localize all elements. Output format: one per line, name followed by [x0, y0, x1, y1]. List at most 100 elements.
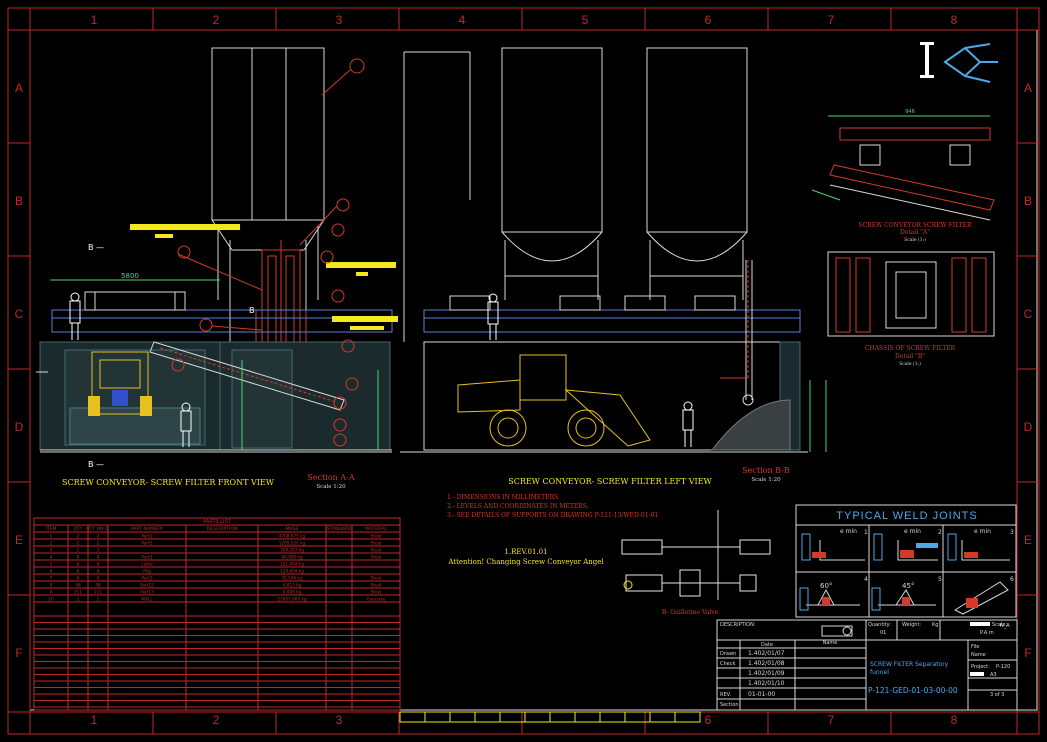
- title-file-label: File: [971, 644, 979, 650]
- left-view-title: SCREW CONVEYOR- SCREW FILTER LEFT VIEW: [508, 477, 712, 486]
- parts-header-qty-on: QTY ON Q.: [86, 526, 110, 532]
- title-check-date: 1.402/01/08: [748, 660, 785, 667]
- parts-cell: 6: [77, 575, 80, 580]
- parts-header-material: MATERIAL: [365, 526, 388, 532]
- parts-cell: Steel: [371, 582, 382, 587]
- parts-cell: 2: [97, 547, 100, 552]
- parts-cell: Steel: [371, 540, 382, 545]
- title-project-value: P-120: [996, 664, 1010, 670]
- guillotine-label: B- Guillotine Valve: [662, 609, 719, 616]
- parts-cell: 48: [75, 582, 81, 587]
- company-logo: [920, 42, 998, 83]
- left-view: [400, 47, 827, 453]
- parts-cell: 6: [97, 575, 100, 580]
- row-label-e-right: E: [1024, 533, 1032, 547]
- title-weight-label: Weight:: [902, 622, 921, 628]
- svg-text:B: B: [249, 306, 255, 315]
- title-desc-text-2: funnel: [870, 669, 889, 676]
- section-bb-title: Section B-B: [742, 466, 790, 475]
- col-label-7: 7: [828, 13, 835, 27]
- front-view: 5800: [36, 47, 398, 469]
- parts-cell: Part1: [142, 533, 153, 538]
- detail-a-label: Detail "A": [900, 229, 930, 236]
- parts-cell: 2: [77, 540, 80, 545]
- weld-emin-2: e min: [904, 528, 921, 535]
- title-size-value: A3: [990, 672, 997, 678]
- parts-cell: 8: [97, 568, 100, 573]
- parts-cell: 8: [97, 554, 100, 559]
- title-rev-value: 01-01-00: [748, 691, 775, 698]
- note-1: 1.- DIMENSIONS IN MILLIMETERS.: [447, 494, 560, 501]
- weld-joints-panel: [795, 504, 1017, 618]
- parts-cell: 8: [77, 561, 80, 566]
- title-name-label: Name: [823, 640, 838, 646]
- title-drawn-label: Drawn: [720, 651, 736, 657]
- weld-emin-1: e min: [840, 528, 857, 535]
- title-date-3: 1.402/01/09: [748, 670, 785, 677]
- col-label-bottom-8: 8: [951, 713, 958, 727]
- weld-title: TYPICAL WELD JOINTS: [836, 510, 977, 522]
- section-aa-title: Section A-A: [307, 473, 354, 482]
- parts-cell: 2: [77, 533, 80, 538]
- col-label-1: 1: [91, 13, 98, 27]
- parts-cell: 22007,062 kg: [277, 596, 306, 601]
- note-3: 3.- SEE DETAILS OF SUPPORTS ON DRAWING P…: [447, 512, 658, 519]
- parts-cell: Steel: [371, 575, 382, 580]
- parts-cell: Lable: [141, 561, 153, 566]
- col-label-bottom-6: 6: [705, 713, 712, 727]
- revision-strip: [399, 711, 701, 723]
- parts-cell: 4: [50, 554, 53, 559]
- title-quantity-label: Quantity:: [868, 622, 891, 628]
- col-label-8: 8: [951, 13, 958, 27]
- parts-cell: 211: [94, 589, 102, 594]
- parts-cell: Part2: [142, 540, 153, 545]
- front-view-title: SCREW CONVEYOR- SCREW FILTER FRONT VIEW: [62, 478, 275, 487]
- parts-cell: 124,694 kg: [280, 568, 304, 573]
- col-label-bottom-1: 1: [91, 713, 98, 727]
- detail-a: 946: [811, 109, 995, 221]
- parts-cell: 9: [50, 589, 53, 594]
- parts-cell: 10: [48, 596, 54, 601]
- row-label-a-left: A: [15, 81, 23, 95]
- row-label-f-left: F: [15, 646, 22, 660]
- parts-cell: 8: [77, 554, 80, 559]
- parts-cell: 4,812 kg: [283, 582, 302, 587]
- row-label-b-left: B: [15, 194, 23, 208]
- svg-text:946: 946: [905, 109, 915, 115]
- svg-text:B —: B —: [88, 460, 104, 469]
- parts-header-part-number: PART NUMBER: [131, 526, 163, 532]
- row-label-c-left: C: [15, 307, 24, 321]
- parts-cell: 35,546 kg: [281, 575, 302, 580]
- weld-cell-1: 1: [864, 529, 868, 536]
- title-name2-label: Name: [971, 652, 986, 658]
- parts-cell: Part13: [140, 589, 154, 594]
- parts-cell: WALL: [141, 596, 153, 601]
- parts-cell: Steel: [371, 533, 382, 538]
- parts-cell: 211: [74, 589, 82, 594]
- title-section-label: Section: [720, 702, 739, 708]
- col-label-2: 2: [213, 13, 220, 27]
- row-label-b-right: B: [1024, 194, 1032, 208]
- detail-b: [827, 251, 995, 337]
- parts-cell: 5: [50, 561, 53, 566]
- title-scale-label: Scale:: [992, 622, 1007, 628]
- parts-cell: Part1: [142, 575, 153, 580]
- parts-cell: Steel: [371, 554, 382, 559]
- weld-angle-60: 60°: [820, 582, 832, 590]
- parts-cell: Steel: [371, 589, 382, 594]
- weld-angle-45: 45°: [902, 582, 914, 590]
- svg-text:B —: B —: [88, 243, 104, 252]
- parts-cell: 7: [50, 575, 53, 580]
- col-label-4: 4: [459, 13, 466, 27]
- section-aa-scale: Scale 1:20: [316, 484, 346, 490]
- detail-b-label: Detail "B": [895, 353, 925, 360]
- title-check-label: Check: [720, 661, 735, 667]
- revision-number: 1.REV.01.01: [504, 548, 547, 556]
- parts-cell: 2: [97, 540, 100, 545]
- row-label-f-right: F: [1024, 646, 1031, 660]
- section-bb-scale: Scale 1:20: [751, 477, 781, 483]
- parts-header-item: ITEM: [46, 526, 57, 532]
- title-scale-unit: P.A m: [980, 630, 994, 636]
- parts-cell: 4708,075 kg: [279, 533, 306, 538]
